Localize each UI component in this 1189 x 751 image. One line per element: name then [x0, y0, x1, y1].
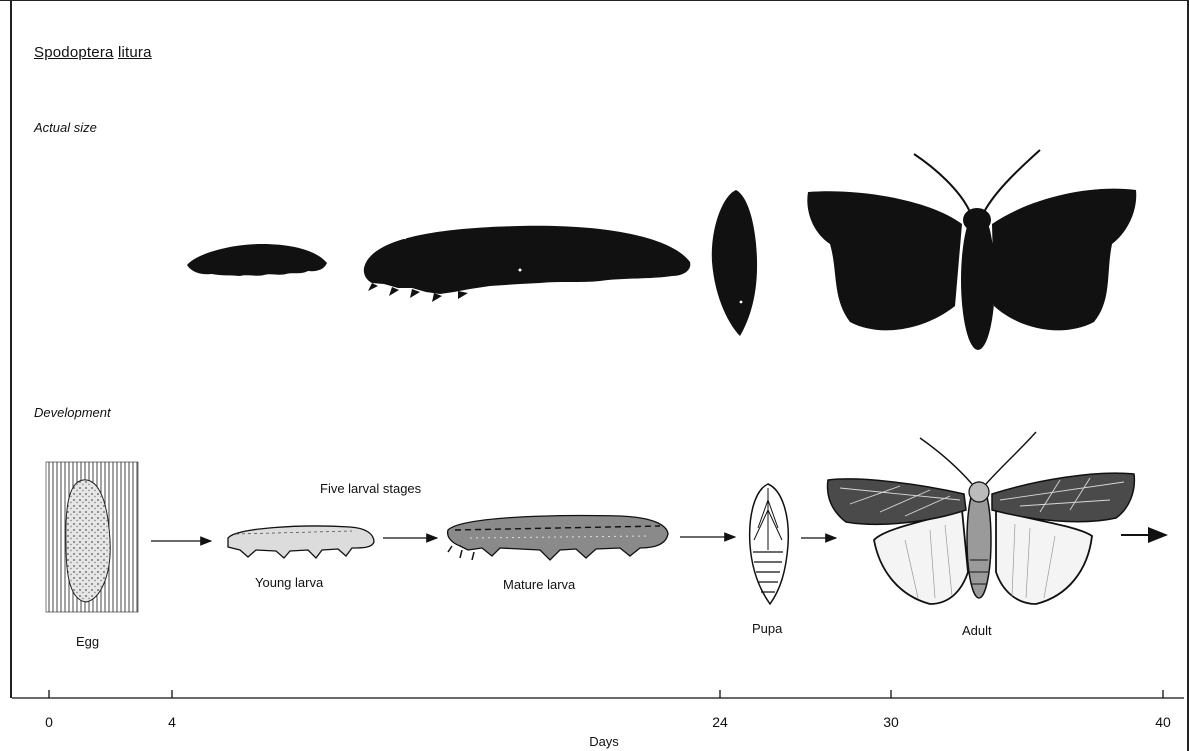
days-axis-title: Days: [589, 734, 619, 749]
larval-stages-note: Five larval stages: [320, 481, 421, 496]
mature-larva-label: Mature larva: [503, 577, 575, 592]
young-larva-drawing: [228, 526, 374, 558]
pupa-silhouette: [712, 190, 757, 336]
adult-label: Adult: [962, 623, 992, 638]
mature-larva-drawing: [448, 516, 668, 560]
tick-label-24: 24: [712, 714, 728, 730]
mature-larva-silhouette: [364, 226, 690, 302]
egg-label: Egg: [76, 634, 99, 649]
pupa-label: Pupa: [752, 621, 782, 636]
tick-label-0: 0: [45, 714, 53, 730]
adult-moth-drawing: [828, 432, 1135, 604]
young-larva-silhouette: [187, 244, 327, 276]
adult-moth-silhouette: [807, 150, 1136, 350]
egg-mass-drawing: [46, 462, 138, 612]
pupa-drawing: [750, 484, 789, 604]
tick-label-40: 40: [1155, 714, 1171, 730]
tick-label-30: 30: [883, 714, 899, 730]
tick-label-4: 4: [168, 714, 176, 730]
days-axis: [12, 690, 1184, 698]
young-larva-label: Young larva: [255, 575, 323, 590]
